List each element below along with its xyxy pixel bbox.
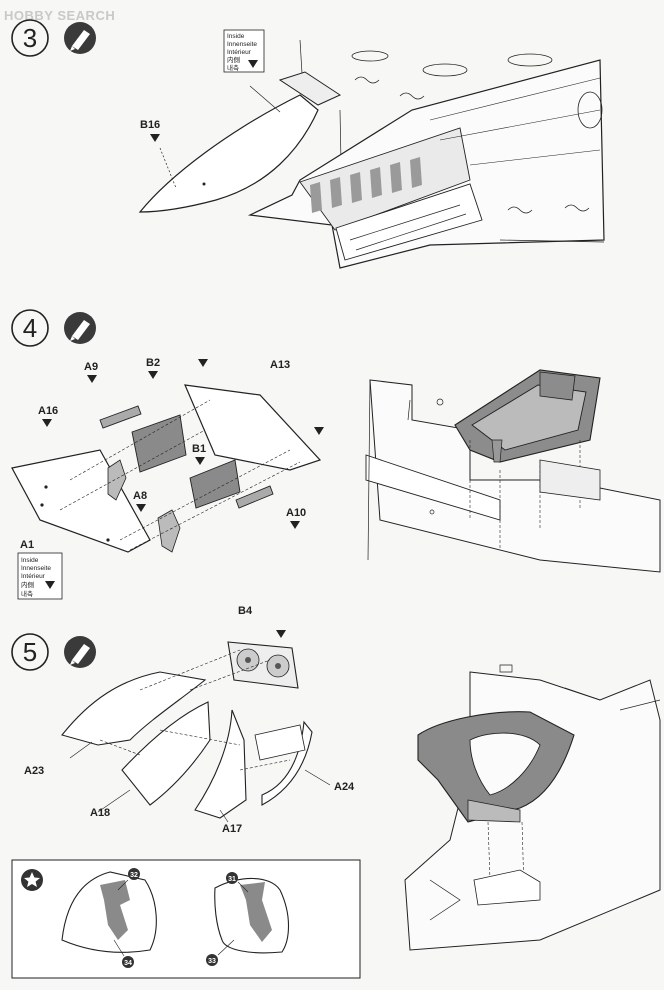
part-a13-panel xyxy=(184,384,322,471)
step-3-number-badge: 3 xyxy=(11,19,49,57)
svg-text:4: 4 xyxy=(23,313,37,343)
marker-triangle-icon xyxy=(87,375,97,383)
svg-text:Intérieur: Intérieur xyxy=(227,49,252,56)
marker-triangle-icon xyxy=(248,60,258,68)
inside-note-step3: Inside Innenseite Intérieur 内側 내측 xyxy=(223,29,265,73)
part-label-a17: A17 xyxy=(222,823,242,835)
svg-text:内側: 内側 xyxy=(227,55,241,64)
part-b1 xyxy=(189,459,241,509)
part-a10 xyxy=(235,485,274,509)
decal-31-shape xyxy=(240,882,272,942)
decal-marker-34: 34 xyxy=(124,960,132,967)
svg-text:내측: 내측 xyxy=(227,63,239,72)
marker-triangle-icon xyxy=(314,427,324,435)
part-label-b2: B2 xyxy=(146,357,160,369)
svg-text:Inside: Inside xyxy=(227,33,245,40)
part-label-a10: A10 xyxy=(286,507,306,519)
svg-text:5: 5 xyxy=(23,637,37,667)
step-4-number-badge: 4 xyxy=(11,309,49,347)
part-label-a13: A13 xyxy=(270,359,290,371)
marker-triangle-icon xyxy=(42,419,52,427)
part-a9 xyxy=(99,405,142,429)
step-4: 4 A9 B2 A13 A16 B1 A8 A10 A1 Inside Inne… xyxy=(11,309,661,600)
part-label-b1: B1 xyxy=(192,443,206,455)
marker-triangle-icon xyxy=(148,371,158,379)
svg-text:内側: 内側 xyxy=(21,580,35,589)
part-label-a23: A23 xyxy=(24,765,44,777)
marker-triangle-icon xyxy=(195,457,205,465)
marker-triangle-icon xyxy=(198,359,208,367)
step-3: 3 Inside Innenseite Intérieur 内側 내측 B16 xyxy=(11,19,605,269)
part-b16-panel xyxy=(138,94,319,213)
decal-marker-33: 33 xyxy=(208,958,216,965)
marker-triangle-icon xyxy=(136,504,146,512)
svg-text:Inside: Inside xyxy=(21,557,39,564)
part-label-a8: A8 xyxy=(133,490,147,502)
marker-triangle-icon xyxy=(290,521,300,529)
part-label-a16: A16 xyxy=(38,405,58,417)
marker-triangle-icon xyxy=(150,134,160,142)
decal-32-shape xyxy=(100,880,130,940)
marker-triangle-icon xyxy=(45,581,55,589)
part-b2 xyxy=(131,414,187,473)
marker-triangle-icon xyxy=(276,630,286,638)
part-label-a1: A1 xyxy=(20,539,34,551)
star-icon xyxy=(21,869,43,891)
part-label-a24: A24 xyxy=(334,781,355,793)
svg-text:3: 3 xyxy=(23,23,37,53)
fuselage-assembly-step3 xyxy=(247,50,605,269)
cockpit-tub-assembly xyxy=(365,369,661,573)
sidepod-assembly xyxy=(404,664,661,951)
part-b4 xyxy=(227,641,299,689)
inside-note-step4: Inside Innenseite Intérieur 内側 내측 xyxy=(17,552,63,600)
watermark: HOBBY SEARCH xyxy=(4,8,115,23)
part-a24 xyxy=(261,720,313,806)
step-5: 5 B4 A23 A18 A17 A24 xyxy=(11,605,661,951)
part-label-a18: A18 xyxy=(90,807,110,819)
decal-marker-31: 31 xyxy=(228,876,236,883)
step-5-number-badge: 5 xyxy=(11,633,49,671)
cement-tube-icon xyxy=(64,312,96,344)
part-label-b4: B4 xyxy=(238,605,253,617)
part-a17 xyxy=(194,709,247,819)
svg-text:Innenseite: Innenseite xyxy=(227,41,257,48)
part-a1-panel xyxy=(11,449,151,553)
part-a18 xyxy=(121,701,211,806)
part-a8 xyxy=(157,509,181,553)
svg-text:Innenseite: Innenseite xyxy=(21,565,51,572)
svg-text:Intérieur: Intérieur xyxy=(21,573,46,580)
decal-marker-32: 32 xyxy=(130,872,138,879)
part-a23 xyxy=(61,671,207,746)
part-label-b16: B16 xyxy=(140,119,160,131)
svg-text:내측: 내측 xyxy=(21,589,33,598)
part-a16 xyxy=(107,459,127,501)
part-label-a9: A9 xyxy=(84,361,98,373)
cement-tube-icon xyxy=(64,636,96,668)
decal-box: 32 34 31 33 xyxy=(11,859,361,979)
cement-tube-icon xyxy=(64,22,96,54)
